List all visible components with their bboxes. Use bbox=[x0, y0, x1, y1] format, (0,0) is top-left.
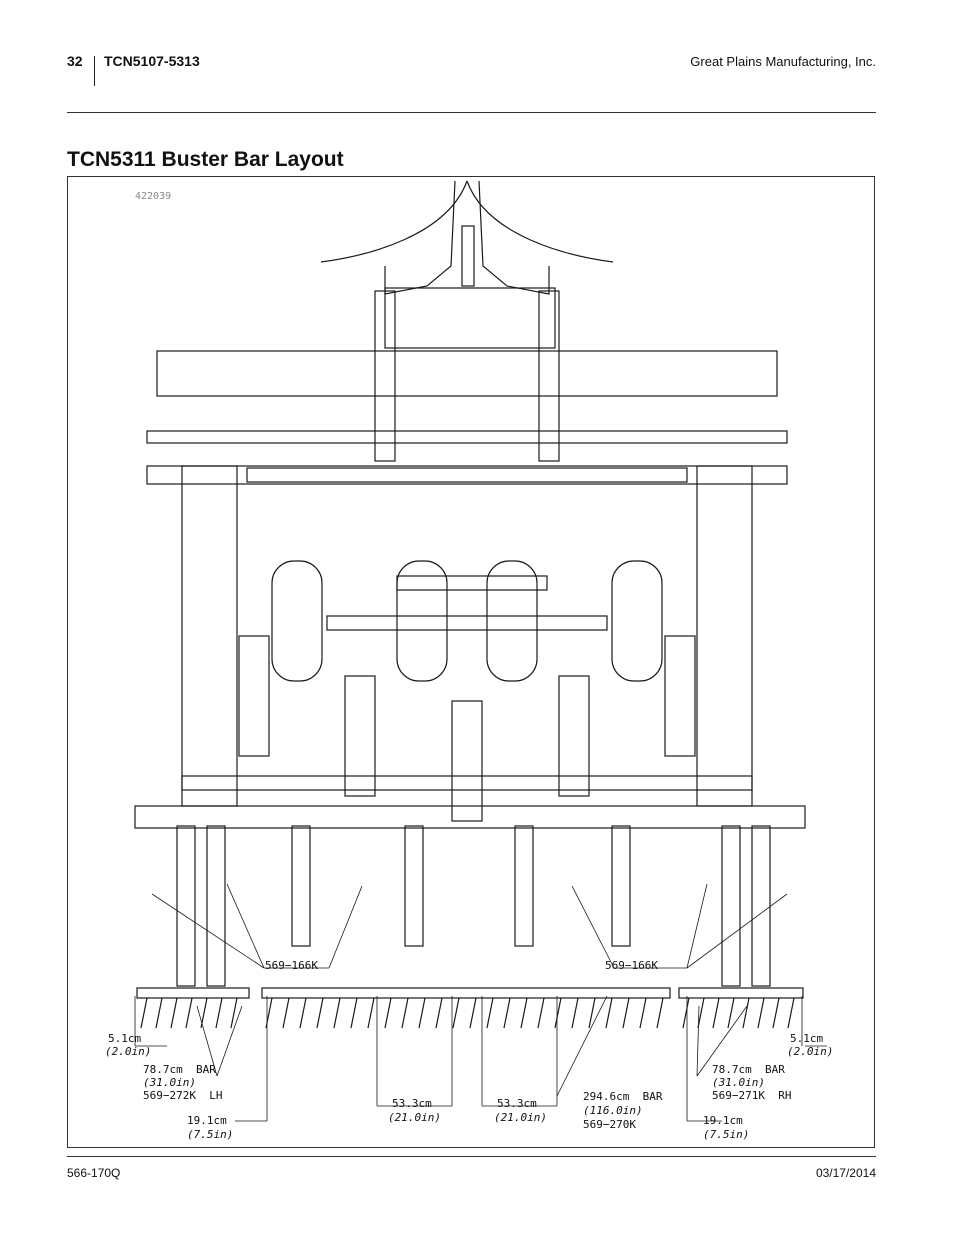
dim-right-edge-cm: 5.1cm bbox=[790, 1032, 824, 1045]
document-date: 03/17/2014 bbox=[815, 1166, 876, 1180]
bar-rh-cm: 78.7cm BAR bbox=[712, 1063, 785, 1076]
gap-left-in: (21.0in) bbox=[388, 1111, 441, 1124]
offset-left-cm: 19.1cm bbox=[187, 1114, 227, 1127]
header-divider bbox=[94, 56, 95, 86]
offset-left-in: (7.5in) bbox=[187, 1128, 234, 1141]
section-title: TCN5311 Buster Bar Layout bbox=[67, 148, 344, 171]
gap-left-cm: 53.3cm bbox=[392, 1097, 432, 1110]
bar-rh-in: (31.0in) bbox=[712, 1076, 765, 1089]
company-name: Great Plains Manufacturing, Inc. bbox=[690, 54, 876, 69]
gap-right-in: (21.0in) bbox=[494, 1111, 547, 1124]
document-number: 566-170Q bbox=[67, 1166, 121, 1180]
dim-left-edge-in: (2.0in) bbox=[105, 1045, 152, 1058]
figure-frame bbox=[67, 176, 875, 1148]
part-callout-right: 569−166K bbox=[605, 959, 658, 972]
offset-right-in: (7.5in) bbox=[703, 1128, 750, 1141]
bar-lh-in: (31.0in) bbox=[143, 1076, 196, 1089]
page-number: 32 bbox=[67, 53, 83, 69]
bar-lh-part: 569−272K LH bbox=[143, 1089, 223, 1102]
bar-center-part: 569−270K bbox=[583, 1118, 636, 1131]
dim-left-edge-cm: 5.1cm bbox=[108, 1032, 142, 1045]
bar-lh-cm: 78.7cm BAR bbox=[143, 1063, 216, 1076]
part-callout-left: 569−166K bbox=[265, 959, 318, 972]
figure-id: 422039 bbox=[135, 191, 172, 202]
gap-right-cm: 53.3cm bbox=[497, 1097, 537, 1110]
buster-bar-layout-drawing bbox=[134, 180, 827, 1122]
offset-right-cm: 19.1cm bbox=[703, 1114, 743, 1127]
bar-rh-part: 569−271K RH bbox=[712, 1089, 792, 1102]
header-rule bbox=[67, 112, 876, 113]
bar-center-cm: 294.6cm BAR bbox=[583, 1090, 663, 1103]
footer-rule bbox=[67, 1156, 876, 1157]
bar-center-in: (116.0in) bbox=[583, 1104, 643, 1117]
dim-right-edge-in: (2.0in) bbox=[787, 1045, 834, 1058]
model-number: TCN5107-5313 bbox=[104, 53, 200, 69]
